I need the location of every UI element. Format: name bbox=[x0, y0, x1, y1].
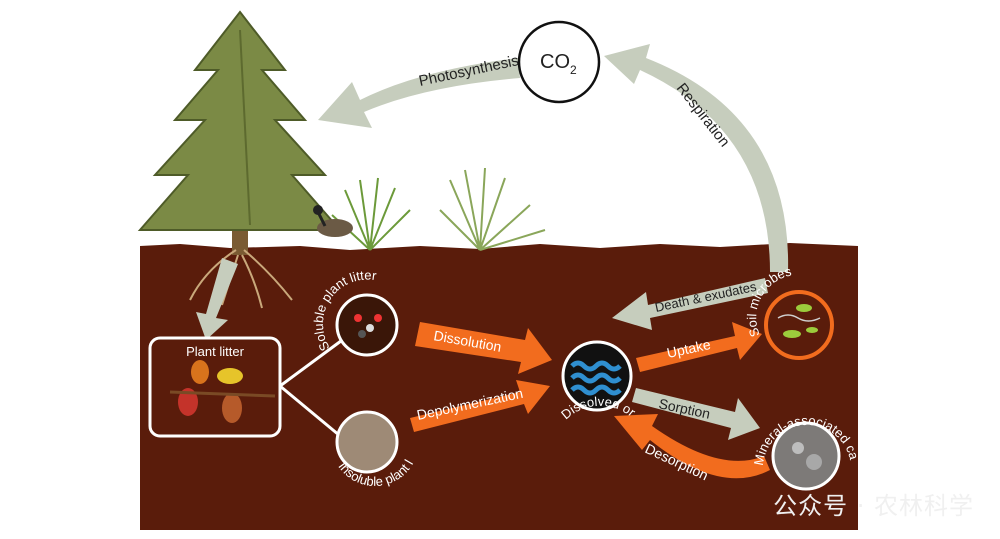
litter-connectors bbox=[279, 336, 346, 442]
respiration-arrow: Respiration bbox=[604, 44, 789, 272]
photosynthesis-arrow: Photosynthesis bbox=[318, 52, 520, 128]
photosynthesis-label: Photosynthesis bbox=[417, 52, 520, 90]
grass-clump-right bbox=[439, 167, 546, 251]
plant-litter-node: Plant litter bbox=[148, 336, 282, 438]
co2-label: CO bbox=[540, 51, 570, 73]
plant-litter-label: Plant litter bbox=[186, 344, 244, 359]
grass-clump-left bbox=[331, 177, 411, 251]
co2-node: CO2 bbox=[517, 20, 601, 104]
root-to-litter-arrow bbox=[196, 258, 238, 340]
watermark: 公众号 · 农林科学 bbox=[773, 492, 974, 520]
tree bbox=[137, 10, 343, 309]
co2-subscript: 2 bbox=[570, 63, 577, 77]
svg-text:CO2: CO2 bbox=[540, 51, 577, 77]
bird bbox=[313, 205, 353, 237]
